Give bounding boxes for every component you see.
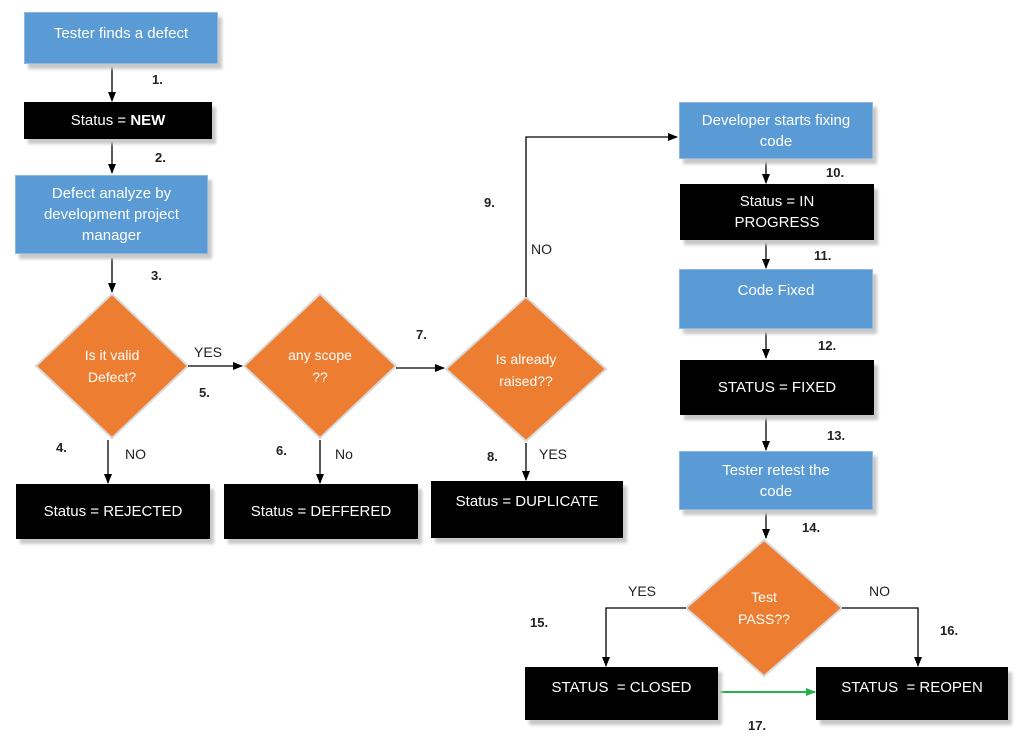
label-no-scope: No [335, 446, 353, 462]
status-new-value: NEW [130, 112, 166, 129]
defect-analyze-text: Defect analyze by development project ma… [43, 185, 180, 244]
code-fixed-box: Code Fixed [679, 269, 873, 329]
status-duplicate-box: Status = DUPLICATE [431, 481, 623, 538]
step-6: 6. [276, 443, 287, 458]
step-1: 1. [152, 72, 163, 87]
tester-finds-defect-box: Tester finds a defect [24, 12, 218, 64]
step-5: 5. [199, 385, 210, 400]
status-reopen-text: STATUS = REOPEN [841, 679, 983, 696]
valid-decision-diamond [34, 292, 190, 440]
step-4: 4. [56, 440, 67, 455]
scope-decision-diamond [242, 292, 398, 440]
arrow-9 [525, 133, 678, 297]
step-11: 11. [814, 248, 832, 263]
raised-decision-diamond [444, 295, 608, 443]
status-duplicate-text: Status = DUPLICATE [455, 493, 599, 510]
tester-retest-box: Tester retest the code [679, 451, 873, 510]
status-rejected-box: Status = REJECTED [16, 484, 210, 539]
arrow-16 [842, 607, 922, 667]
step-7: 7. [416, 327, 427, 342]
status-rejected-text: Status = REJECTED [43, 503, 183, 520]
status-in-progress-text: Status = IN PROGRESS [734, 193, 820, 231]
step-15: 15. [530, 615, 549, 630]
status-new-text: Status = NEW [71, 110, 166, 131]
step-12: 12. [818, 338, 837, 353]
label-yes-valid: YES [194, 344, 223, 360]
status-deffered-box: Status = DEFFERED [224, 484, 418, 539]
step-17: 17. [748, 718, 767, 733]
step-13: 13. [827, 428, 846, 443]
status-closed-box: STATUS = CLOSED [525, 667, 718, 720]
status-in-progress-box: Status = IN PROGRESS [680, 184, 874, 240]
step-9: 9. [484, 195, 495, 210]
step-16: 16. [940, 623, 959, 638]
step-8: 8. [487, 449, 498, 464]
label-yes-raised: YES [539, 446, 568, 462]
step-2: 2. [155, 150, 166, 165]
arrow-15 [602, 607, 686, 667]
status-reopen-box: STATUS = REOPEN [816, 667, 1008, 720]
label-no-valid: NO [125, 446, 146, 462]
label-no-pass: NO [869, 583, 890, 599]
status-fixed-text: STATUS = FIXED [717, 379, 837, 396]
status-closed-text: STATUS = CLOSED [551, 679, 692, 696]
step-10: 10. [826, 165, 845, 180]
code-fixed-text: Code Fixed [737, 282, 815, 299]
tester-finds-defect-text: Tester finds a defect [53, 25, 189, 42]
label-yes-pass: YES [628, 583, 657, 599]
developer-starts-box: Developer starts fixing code [679, 102, 873, 159]
tester-retest-text: Tester retest the code [722, 461, 830, 500]
status-fixed-box: STATUS = FIXED [680, 360, 874, 415]
label-no-raised: NO [531, 241, 552, 257]
status-deffered-text: Status = DEFFERED [250, 503, 392, 520]
defect-analyze-box: Defect analyze by development project ma… [15, 175, 208, 254]
test-pass-decision-diamond [684, 538, 844, 678]
status-new-prefix: Status = [70, 112, 131, 129]
step-3: 3. [151, 268, 162, 283]
status-new-box: Status = NEW [24, 102, 212, 139]
step-14: 14. [802, 520, 821, 535]
developer-starts-text: Developer starts fixing code [701, 111, 851, 150]
